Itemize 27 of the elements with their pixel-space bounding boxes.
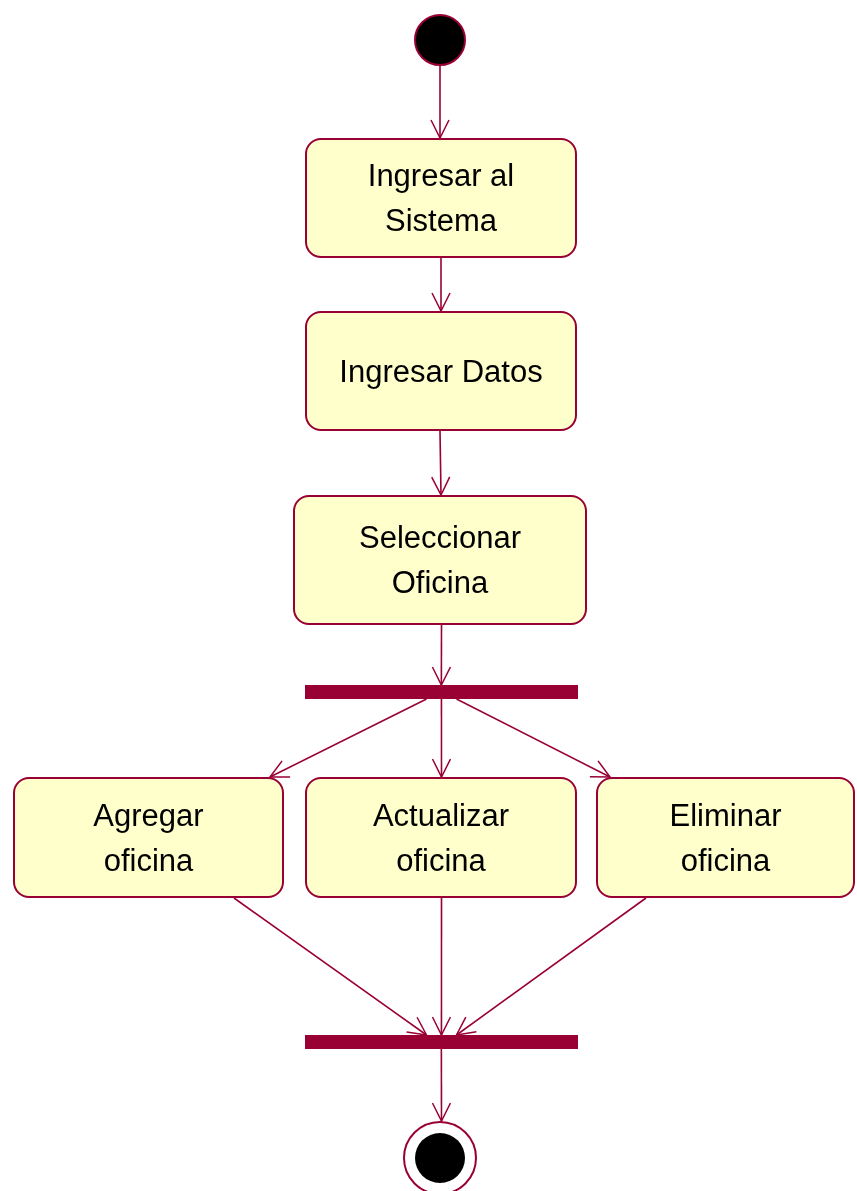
activity-box <box>13 777 284 898</box>
activity-label: Agregar oficina <box>92 796 205 880</box>
activity-box <box>596 777 855 898</box>
flow-arrow <box>455 698 611 778</box>
initial-node <box>414 14 466 66</box>
activity-label: Eliminar oficina <box>668 796 783 880</box>
final-node <box>403 1121 477 1191</box>
activity-label: Seleccionar Oficina <box>358 519 522 602</box>
flow-arrow <box>430 430 451 496</box>
flow-arrow <box>455 897 647 1036</box>
activity-label: Ingresar al Sistema <box>366 157 516 240</box>
flow-arrow <box>269 698 428 778</box>
activity-label: Ingresar Datos <box>338 352 544 391</box>
flow-arrow <box>430 65 450 139</box>
flow-arrow <box>233 897 428 1036</box>
sync-bar <box>305 1035 578 1049</box>
flow-arrow <box>431 897 452 1036</box>
activity-label: Actualizar oficina <box>371 796 511 880</box>
activity-box <box>305 777 577 898</box>
flow-arrow <box>431 624 452 686</box>
activity-box <box>293 495 587 625</box>
flow-arrow <box>431 1048 452 1122</box>
activity-box <box>305 138 577 258</box>
activity-box <box>305 311 577 431</box>
sync-bar <box>305 685 578 699</box>
flow-arrow <box>431 257 451 312</box>
flow-arrow <box>431 698 452 778</box>
